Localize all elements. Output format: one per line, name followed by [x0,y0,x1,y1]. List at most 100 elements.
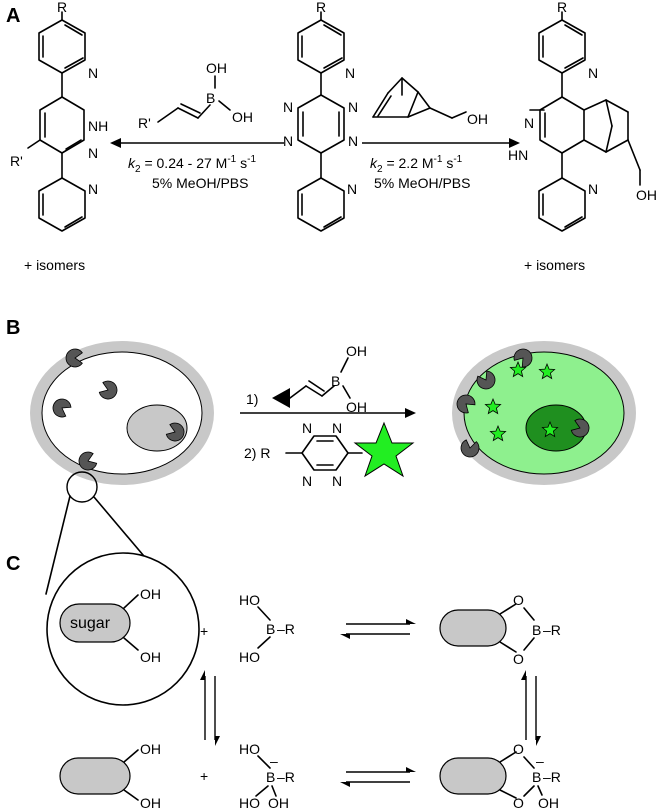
oh-reagent-right: OH [232,109,253,125]
atom-n-left-ring: N [88,145,98,161]
hn-right: HN [508,147,528,163]
rate-constant-left: k2 = 0.24 - 27 M-1 s-1 [128,154,256,175]
triangle-tag [272,388,290,408]
dash-r-anion-ester: –R [543,769,561,785]
atom-n-right-ring: N [524,115,534,131]
cell-unlabeled [30,341,214,485]
zoom-line-left [45,495,71,595]
atom-b-anion: B [266,769,275,785]
receptor-left-1 [52,398,72,418]
plus-c-bottom: + [200,768,208,784]
arrow-b-head [405,408,416,418]
isomers-right: + isomers [524,257,585,273]
fluorophore-star [353,421,415,478]
panel-label-c: C [6,553,20,575]
atom-n-right-top: N [588,65,598,81]
norbornene-reagent: OH [372,77,488,127]
diol-bottom: OH OH [59,741,161,811]
atom-n-right-bottom: N [588,181,598,197]
left-product: R N NH N R' N [10,0,108,232]
ho-ba-bottom: HO [239,649,260,665]
sugar-shape [59,603,131,643]
solvent-left: 5% MeOH/PBS [152,175,248,191]
receptor-right-1 [476,370,496,390]
oh-right-product: OH [636,187,657,203]
isomers-left: + isomers [24,257,85,273]
atom-n-tz3: N [283,133,293,149]
atom-n-left-top: N [88,65,98,81]
step-1-label: 1) [246,391,258,407]
solvent-right: 5% MeOH/PBS [374,175,470,191]
atom-n-tz2: N [348,99,358,115]
receptor-left-0 [65,348,83,368]
cell-labeled [452,341,636,485]
fluorophore-right-3 [489,424,507,442]
receptor-right-3 [460,439,480,458]
fluorophore-right-0 [509,360,527,378]
dash-r-ba: –R [277,621,295,637]
oh-sugar-bottom: OH [140,649,161,665]
fluorophore-right-4 [541,420,559,438]
ho-ba-top: HO [239,592,260,608]
equilibrium-top [340,619,416,639]
panel-label-b: B [6,317,20,339]
boronate-ester-c: O B –R O [439,592,561,667]
o-anion-ester-bottom: O [513,795,524,811]
fluorophore-right-1 [538,362,556,380]
boronate-anion: HO B – –R HO OH [239,741,295,811]
atom-n-center-top: N [345,65,355,81]
atom-b-ester: B [532,622,541,638]
oh-sugar-top: OH [140,586,161,602]
substituent-r-prime-reagent: R' [138,115,151,131]
oh-anion-ester: OH [538,795,559,811]
equilibrium-bottom [340,767,416,787]
arrow-a-left-head [110,138,121,148]
plus-c-top: + [200,623,208,639]
oh-diol-bottom: OH [140,795,161,811]
atom-n-tz1: N [283,99,293,115]
atom-n-b1: N [302,420,312,436]
atom-b-reagent: B [206,90,215,106]
nh-left: NH [88,118,108,134]
oh-norbornene: OH [467,111,488,127]
ho-anion-top: HO [239,741,260,757]
rate-constant-right: k2 = 2.2 M-1 s-1 [370,154,463,175]
sugar-label: sugar [70,615,111,632]
receptors-left [52,348,185,471]
minus-anion: – [270,753,278,769]
substituent-r-center: R [316,0,326,15]
atom-n-b3: N [302,473,312,489]
panel-label-a: A [6,5,20,27]
atom-n-b4: N [332,473,342,489]
receptor-right-0 [513,348,533,368]
oh-anion-right: OH [268,795,289,811]
zoom-circle-small [66,471,98,503]
oh-reagent-top: OH [206,60,227,76]
dash-r-ester: –R [543,622,561,638]
atom-n-center-bottom: N [347,181,357,197]
substituent-r-left: R [57,0,67,15]
atom-b-panel-b: B [331,373,340,389]
right-product: R N N HN OH N [508,0,657,232]
dash-r-anion: –R [277,769,295,785]
receptor-right-4 [570,418,590,438]
tetrazine-molecule: R N N N N N N [283,0,358,232]
arrow-a-right-head [509,138,520,148]
oh-diol-top: OH [140,741,161,757]
o-ester-top: O [513,592,524,608]
fluorophore-right-2 [484,397,502,415]
oh-panel-b-top: OH [346,343,367,359]
equilibrium-right-vertical [521,670,541,746]
substituent-r-right: R [557,0,567,15]
receptor-left-4 [165,422,185,442]
panel-b-reagents: 1) B OH OH 2) R N N N N [240,343,416,489]
atom-n-b2: N [332,420,342,436]
atom-n-left-bottom: N [88,181,98,197]
equilibrium-left-vertical [200,670,220,746]
atom-n-tz4: N [348,133,358,149]
oh-panel-b-bottom: OH [346,399,367,415]
boronic-acid-c: HO B –R HO [239,592,295,665]
receptor-left-2 [98,380,118,400]
substituent-r-prime-left: R' [10,153,23,169]
